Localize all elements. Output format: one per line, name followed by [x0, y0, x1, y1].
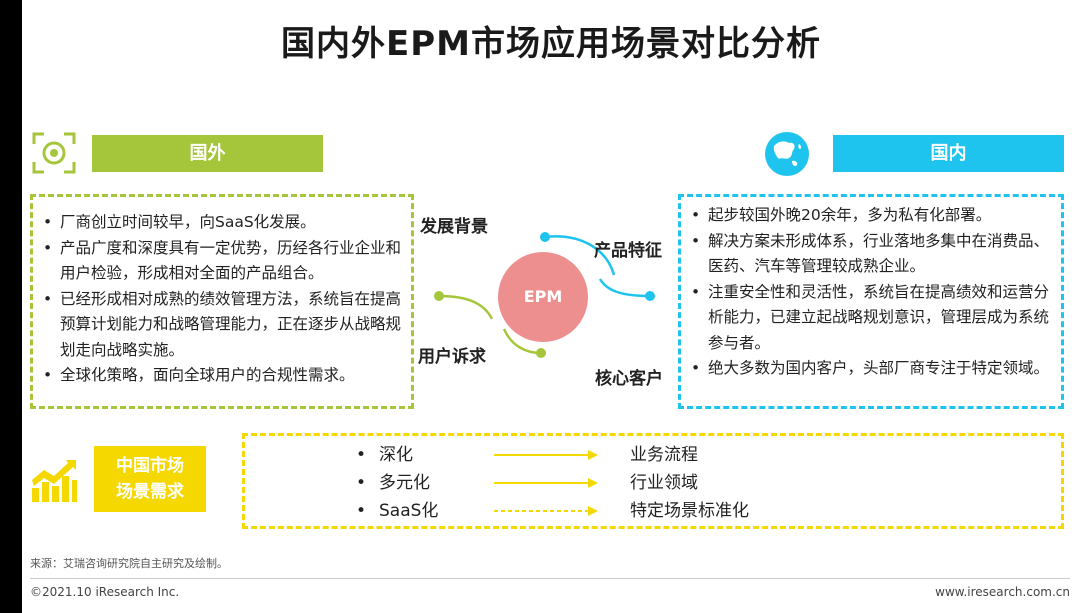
china-market-label: 中国市场 场景需求: [94, 446, 206, 512]
label-product-features: 产品特征: [594, 241, 662, 261]
label-core-customers: 核心客户: [595, 369, 663, 389]
market-arrows: [494, 450, 598, 516]
overseas-points: 厂商创立时间较早，向SaaS化发展。 产品广度和深度具有一定优势，历经各行业企业…: [40, 210, 406, 389]
domestic-box: [678, 194, 1064, 409]
list-item: 起步较国外晚20余年，多为私有化部署。: [688, 203, 1060, 229]
domestic-points: 起步较国外晚20余年，多为私有化部署。 解决方案未形成体系，行业落地多集中在消费…: [688, 203, 1060, 382]
market-demand-box: [242, 433, 1064, 529]
china-market-label-line2: 场景需求: [116, 482, 184, 502]
globe-icon: [763, 130, 811, 178]
page-title: 国内外EPM市场应用场景对比分析: [281, 24, 821, 64]
label-user-demands: 用户诉求: [418, 347, 486, 367]
china-market-label-line1: 中国市场: [116, 456, 184, 476]
list-item: 绝大多数为国内客户，头部厂商专注于特定领域。: [688, 356, 1060, 382]
label-development-background: 发展背景: [420, 217, 488, 237]
market-left-saas: SaaS化: [379, 501, 439, 521]
slide: 国内外EPM市场应用场景对比分析 国外 国内 厂商创立时间较早，向SaaS化发展…: [22, 0, 1080, 613]
market-bullet: •: [356, 445, 367, 465]
website-url: www.iresearch.com.cn: [935, 585, 1070, 599]
market-bullet: •: [356, 473, 367, 493]
market-bullet: •: [356, 501, 367, 521]
overseas-label: 国外: [92, 135, 323, 172]
list-item: 注重安全性和灵活性，系统旨在提高绩效和运营分析能力，已建立起战略规划意识，管理层…: [688, 280, 1060, 357]
footer-divider: [30, 578, 1070, 579]
list-item: 解决方案未形成体系，行业落地多集中在消费品、医药、汽车等管理较成熟企业。: [688, 229, 1060, 280]
growth-chart-icon: [30, 458, 78, 504]
overseas-box: [30, 194, 414, 409]
target-icon: [30, 130, 78, 176]
list-item: 厂商创立时间较早，向SaaS化发展。: [40, 210, 406, 236]
market-right-business-process: 业务流程: [630, 445, 698, 465]
list-item: 已经形成相对成熟的绩效管理方法，系统旨在提高预算计划能力和战略管理能力，正在逐步…: [40, 287, 406, 364]
list-item: 全球化策略，面向全球用户的合规性需求。: [40, 363, 406, 389]
market-right-scenario-standardization: 特定场景标准化: [630, 501, 749, 521]
list-item: 产品广度和深度具有一定优势，历经各行业企业和用户检验，形成相对全面的产品组合。: [40, 236, 406, 287]
epm-connectors: [434, 232, 655, 358]
domestic-label: 国内: [833, 135, 1064, 172]
source-note: 来源：艾瑞咨询研究院自主研究及绘制。: [30, 557, 228, 570]
copyright: ©2021.10 iResearch Inc.: [30, 585, 180, 599]
market-left-diversification: 多元化: [379, 473, 430, 493]
market-right-industry-domain: 行业领域: [630, 473, 698, 493]
market-left-deepening: 深化: [379, 445, 413, 465]
epm-circle: EPM: [498, 252, 588, 342]
